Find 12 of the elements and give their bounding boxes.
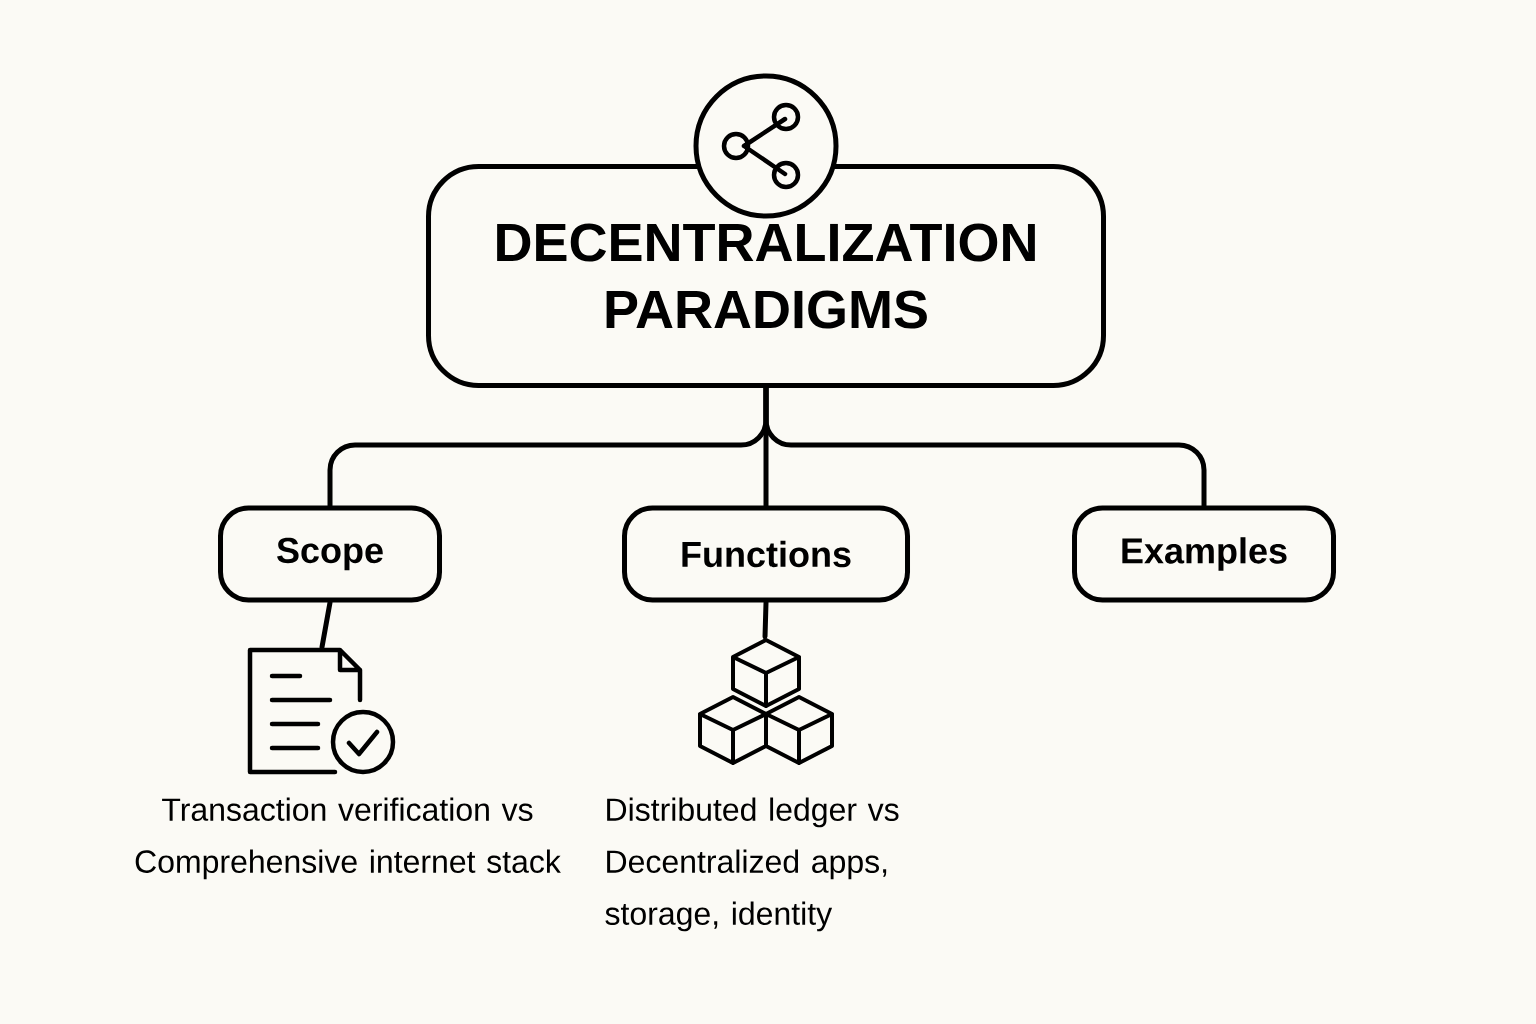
title-box: DECENTRALIZATION PARADIGMS — [426, 164, 1106, 388]
category-box: Examples — [1072, 505, 1336, 603]
category-box: Scope — [218, 505, 442, 603]
icon-circle — [693, 73, 839, 219]
connector-line — [763, 385, 1207, 508]
document-icon — [247, 647, 396, 775]
description-text: Transaction verification vs Comprehensive internet stack — [135, 797, 561, 880]
cubes-icon — [698, 638, 834, 765]
connector-line — [319, 600, 333, 650]
category-box: Functions — [622, 505, 910, 603]
connector-line — [762, 600, 769, 639]
description-text: Distributed ledger vs Decentralized apps, storage, identity — [605, 797, 899, 932]
